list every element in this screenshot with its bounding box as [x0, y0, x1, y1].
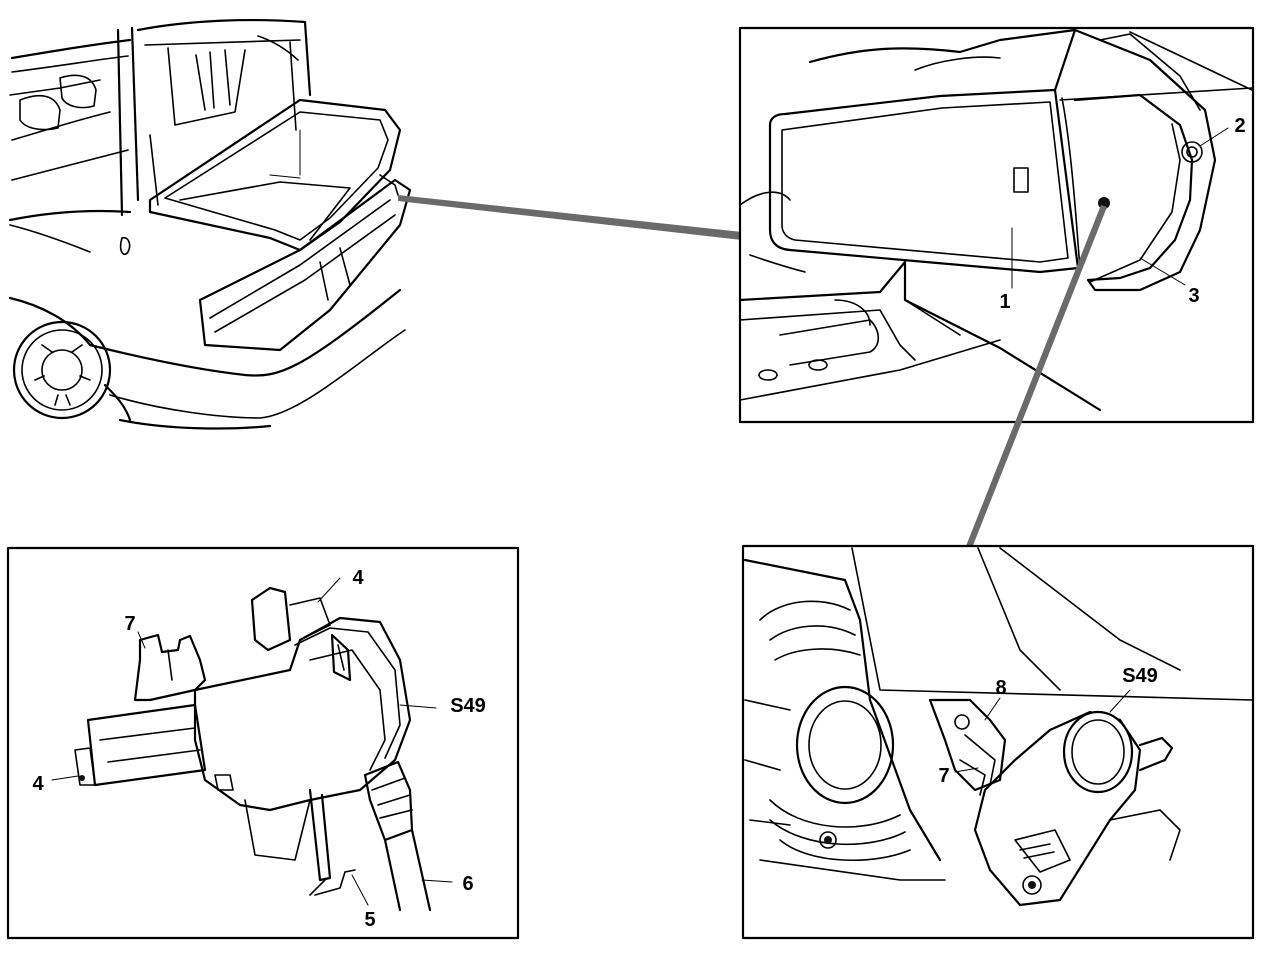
car-rear-illustration	[8, 18, 412, 430]
trunk-detail-panel	[738, 26, 1255, 424]
leader-car-to-detail	[398, 195, 742, 240]
callout-4-top: 4	[352, 567, 364, 589]
callout-8: 8	[995, 677, 1006, 699]
leader-detail-to-switch	[966, 205, 1107, 548]
installed-switch-panel	[741, 544, 1255, 940]
switch-closeup-panel	[6, 546, 520, 940]
callout-1: 1	[999, 291, 1010, 313]
callout-s49-closeup: S49	[450, 695, 486, 717]
callout-3: 3	[1188, 285, 1199, 307]
callout-6: 6	[462, 873, 473, 895]
callout-4-left: 4	[32, 773, 44, 795]
callout-s49-installed: S49	[1122, 665, 1158, 687]
callout-5: 5	[364, 909, 375, 931]
callout-2: 2	[1234, 115, 1245, 137]
callout-7-closeup: 7	[124, 613, 135, 635]
callout-7-installed: 7	[938, 765, 949, 787]
